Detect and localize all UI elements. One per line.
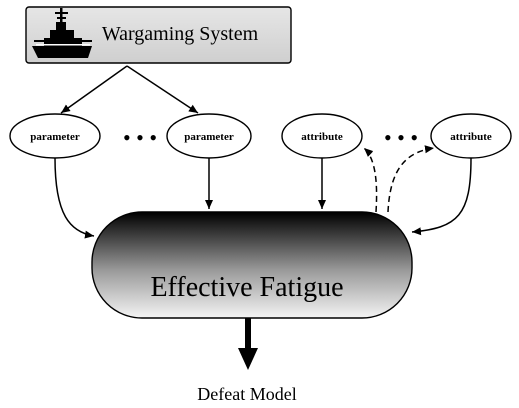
system-label: Wargaming System xyxy=(102,23,259,45)
battleship-icon xyxy=(32,8,92,58)
parameter-ellipsis-dots: • • • xyxy=(123,125,157,150)
attribute-label: attribute xyxy=(301,131,343,143)
effective-fatigue-node: Effective Fatigue xyxy=(91,211,413,319)
arrow-attribute-2-to-fatigue xyxy=(411,157,472,236)
attribute-node-2: attribute xyxy=(430,113,512,159)
output-arrow xyxy=(238,318,258,370)
attribute-node-1: attribute xyxy=(281,113,363,159)
defeat-model-label: Defeat Model xyxy=(197,384,296,404)
parameter-label: parameter xyxy=(184,131,234,143)
arrow-parameter-1-to-fatigue xyxy=(54,157,95,239)
feedback-arrow-to-attribute-1 xyxy=(363,147,378,213)
arrow-system-to-parameter-1 xyxy=(60,65,128,114)
parameter-label: parameter xyxy=(30,131,80,143)
feedback-arrow-to-attribute-2 xyxy=(387,145,435,213)
wargaming-system-box: Wargaming System xyxy=(25,6,292,64)
parameter-node-2: parameter xyxy=(166,113,252,159)
parameter-node-1: parameter xyxy=(9,113,101,159)
attribute-ellipsis-dots: • • • xyxy=(384,125,418,150)
arrow-system-to-parameter-2 xyxy=(126,65,199,114)
attribute-label: attribute xyxy=(450,131,492,143)
fatigue-label: Effective Fatigue xyxy=(150,272,343,303)
